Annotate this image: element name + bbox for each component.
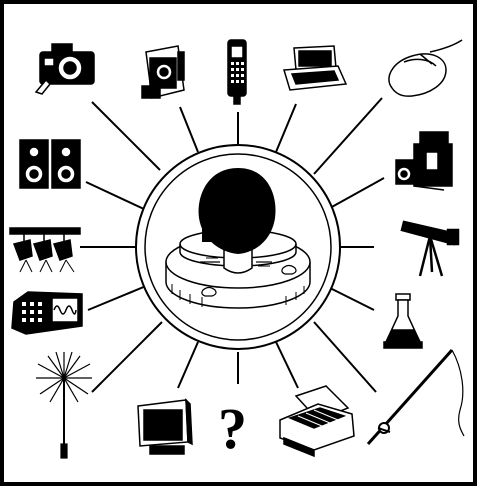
monitor-icon bbox=[138, 400, 192, 454]
question-mark-icon: ? bbox=[218, 396, 247, 461]
central-trackball-hub bbox=[136, 145, 340, 349]
slide-viewer-icon bbox=[142, 46, 184, 98]
cell-phone-icon bbox=[228, 40, 246, 104]
oscilloscope-icon bbox=[12, 292, 82, 334]
